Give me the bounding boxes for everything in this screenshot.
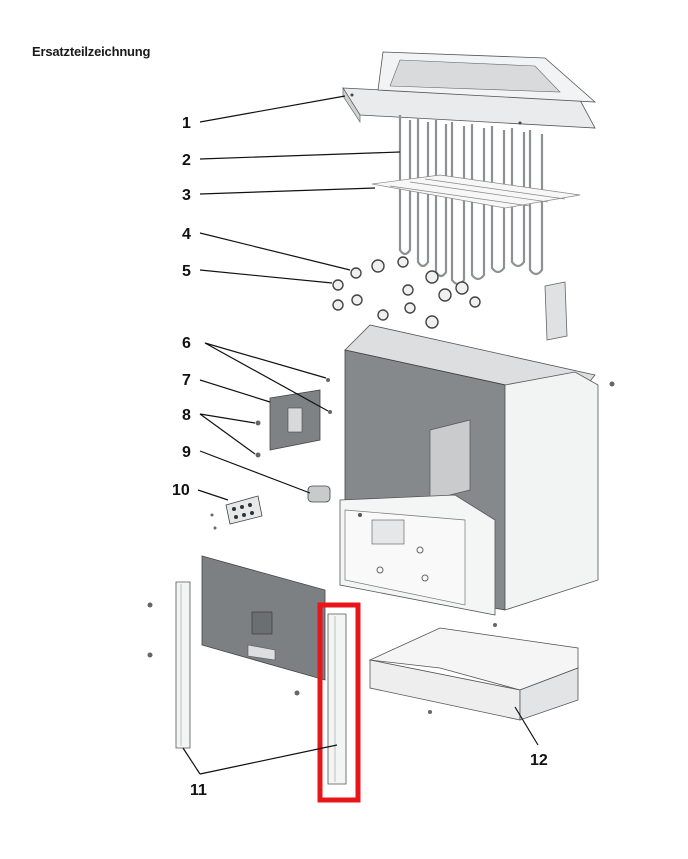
part-cable-gland[interactable] — [307, 485, 331, 503]
part-side-strip-right[interactable] — [327, 613, 347, 785]
loose-screws — [147, 378, 615, 714]
part-side-strip-left[interactable] — [175, 581, 191, 749]
callout-12: 12 — [530, 752, 548, 769]
callout-10: 10 — [172, 482, 190, 499]
callout-5: 5 — [182, 263, 191, 280]
highlight-box — [317, 602, 361, 803]
drawing-title: Ersatzteilzeichnung — [32, 44, 151, 59]
callout-6: 6 — [182, 335, 191, 352]
callout-8: 8 — [182, 407, 191, 424]
callout-11: 11 — [190, 782, 207, 799]
part-bracket[interactable] — [269, 389, 321, 451]
part-sensor-bracket[interactable] — [544, 281, 568, 341]
part-grid-plate[interactable] — [371, 174, 581, 209]
callout-1: 1 — [182, 115, 191, 132]
callout-7: 7 — [182, 372, 191, 389]
callout-9: 9 — [182, 444, 191, 461]
part-bottom-tray[interactable] — [368, 627, 579, 721]
part-terminal-block[interactable] — [225, 495, 263, 525]
part-top-cover[interactable] — [342, 51, 597, 129]
part-front-cover-panel[interactable] — [201, 555, 326, 681]
callout-3: 3 — [182, 187, 191, 204]
callout-numbers: 1 2 3 4 5 6 7 8 9 10 11 12 — [172, 115, 548, 799]
part-main-housing[interactable] — [339, 324, 599, 616]
part-nuts-washers[interactable] — [332, 256, 481, 329]
callout-leaders — [182, 95, 539, 775]
callout-4: 4 — [182, 226, 191, 243]
callout-2: 2 — [182, 152, 191, 169]
